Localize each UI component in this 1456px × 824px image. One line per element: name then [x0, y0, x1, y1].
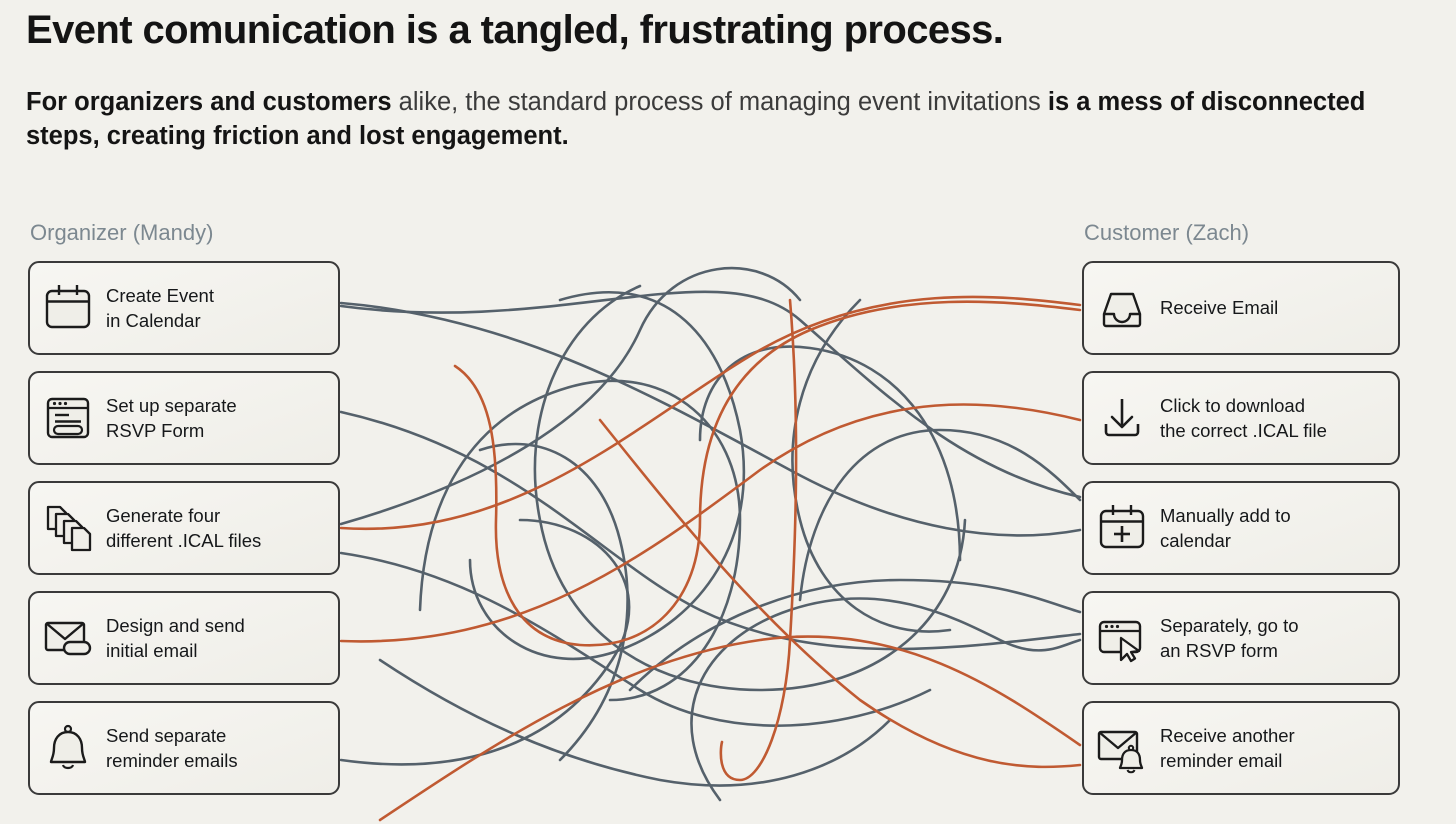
connector-line [339, 410, 1082, 651]
connector-line [378, 658, 892, 787]
subtitle-bold-lead: For organizers and customers [26, 88, 392, 116]
card-label: Receive Email [1160, 295, 1286, 320]
card-line-2: RSVP Form [106, 420, 205, 441]
card-label: Receive another reminder email [1160, 723, 1303, 773]
bell-icon [30, 720, 106, 776]
connector-line [339, 290, 1082, 499]
download-icon [1084, 391, 1160, 445]
card-setup-rsvp-form[interactable]: Set up separate RSVP Form [28, 371, 340, 465]
card-line-2: reminder email [1160, 750, 1283, 771]
connector-line [453, 300, 1082, 647]
connector-line [698, 345, 962, 562]
card-label: Design and send initial email [106, 613, 253, 663]
card-label: Generate four different .ICAL files [106, 503, 269, 553]
card-manually-add-calendar[interactable]: Manually add to calendar [1082, 481, 1400, 575]
card-line-2: calendar [1160, 530, 1231, 551]
card-line-1: Receive Email [1160, 297, 1279, 319]
card-label: Click to download the correct .ICAL file [1160, 393, 1335, 443]
card-line-1: Manually add to [1160, 504, 1291, 526]
card-label: Manually add to calendar [1160, 503, 1299, 553]
card-line-2: in Calendar [106, 310, 201, 331]
card-line-1: Receive another [1160, 724, 1295, 746]
inbox-tray-icon [1084, 282, 1160, 334]
card-label: Separately, go to an RSVP form [1160, 613, 1307, 663]
connector-line [339, 295, 1082, 531]
page-subtitle: For organizers and customers alike, the … [26, 86, 1416, 153]
card-design-send-email[interactable]: Design and send initial email [28, 591, 340, 685]
card-download-ical[interactable]: Click to download the correct .ICAL file [1082, 371, 1400, 465]
card-line-1: Generate four [106, 504, 221, 526]
card-send-reminder-emails[interactable]: Send separate reminder emails [28, 701, 340, 795]
envelope-send-icon [30, 610, 106, 666]
connector-line [339, 403, 1082, 643]
calendar-plus-icon [1084, 500, 1160, 556]
card-line-1: Send separate [106, 724, 227, 746]
card-generate-ical-files[interactable]: Generate four different .ICAL files [28, 481, 340, 575]
card-go-to-rsvp-form[interactable]: Separately, go to an RSVP form [1082, 591, 1400, 685]
card-line-2: initial email [106, 640, 198, 661]
card-receive-reminder-email[interactable]: Receive another reminder email [1082, 701, 1400, 795]
connector-line [598, 418, 1082, 769]
subtitle-normal-text: alike, the standard process of managing … [391, 88, 1048, 116]
card-label: Create Event in Calendar [106, 283, 222, 333]
card-label: Send separate reminder emails [106, 723, 246, 773]
card-line-1: Set up separate [106, 394, 237, 416]
connector-line [378, 635, 1082, 822]
page-title: Event comunication is a tangled, frustra… [26, 8, 1004, 52]
card-line-2: an RSVP form [1160, 640, 1278, 661]
connector-line [791, 298, 952, 633]
connector-line [468, 290, 746, 661]
card-line-1: Separately, go to [1160, 614, 1299, 636]
stacked-files-icon [30, 499, 106, 557]
card-line-2: reminder emails [106, 750, 238, 771]
subtitle-bold-tail: is a mess of disconnected steps, creatin… [26, 88, 1366, 150]
connector-line [798, 428, 1082, 602]
browser-cursor-icon [1084, 610, 1160, 666]
column-label-customer: Customer (Zach) [1084, 220, 1250, 245]
calendar-icon [30, 280, 106, 336]
connector-line [418, 379, 742, 702]
card-line-1: Click to download [1160, 394, 1305, 416]
connector-line [719, 298, 798, 782]
connector-line [628, 578, 1082, 692]
card-create-event[interactable]: Create Event in Calendar [28, 261, 340, 355]
card-line-1: Design and send [106, 614, 245, 636]
card-line-2: the correct .ICAL file [1160, 420, 1327, 441]
connector-line [533, 284, 967, 692]
envelope-bell-icon [1084, 720, 1160, 776]
connector-line [339, 518, 631, 766]
card-line-1: Create Event [106, 284, 214, 306]
card-line-2: different .ICAL files [106, 530, 262, 551]
form-window-icon [30, 390, 106, 446]
card-label: Set up separate RSVP Form [106, 393, 245, 443]
card-receive-email[interactable]: Receive Email [1082, 261, 1400, 355]
connector-line [690, 597, 1082, 802]
column-label-organizer: Organizer (Mandy) [30, 220, 214, 245]
connector-line [339, 301, 1082, 537]
connector-line [339, 266, 802, 526]
connector-line [478, 442, 629, 762]
connector-line [339, 551, 932, 727]
